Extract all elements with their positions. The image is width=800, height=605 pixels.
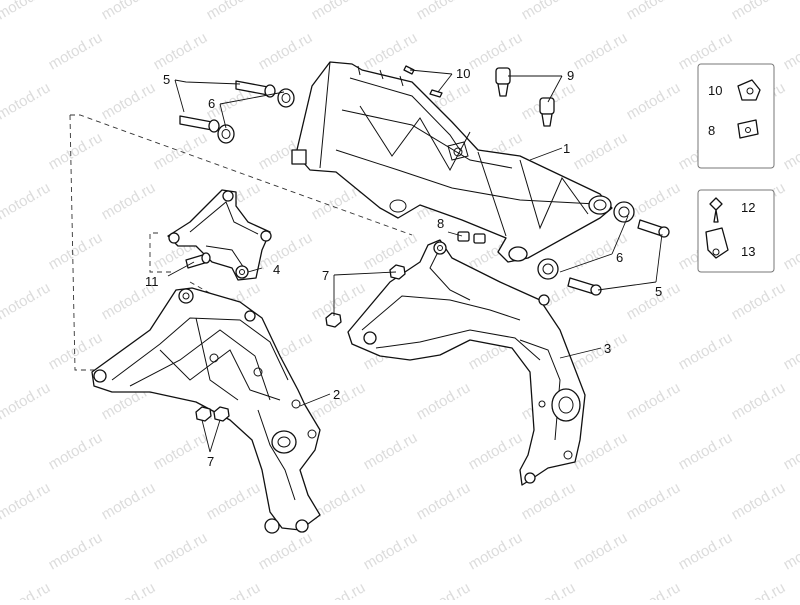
- watermark-text: motod.ru: [624, 379, 684, 423]
- watermark-text: motod.ru: [781, 129, 800, 173]
- side-panel-box-a: [698, 64, 774, 168]
- watermark-text: motod.ru: [624, 79, 684, 123]
- watermark-text: motod.ru: [781, 329, 800, 373]
- watermark-text: motod.ru: [99, 179, 159, 223]
- side-label-10: 10: [708, 83, 722, 98]
- callout-part-3: 3: [604, 341, 611, 356]
- watermark-text: motod.ru: [781, 29, 800, 73]
- watermark-text: motod.ru: [151, 529, 211, 573]
- watermark-text: motod.ru: [361, 229, 421, 273]
- watermark-text: motod.ru: [624, 0, 684, 23]
- engine-bracket: [168, 190, 271, 280]
- watermark-text: motod.ru: [571, 29, 631, 73]
- watermark-text: motod.ru: [0, 0, 53, 23]
- callout-part-6-top: 6: [208, 96, 215, 111]
- callout-part-5-top: 5: [163, 72, 170, 87]
- side-label-8: 8: [708, 123, 715, 138]
- watermark-text: motod.ru: [46, 529, 106, 573]
- callout-part-10-top: 10: [456, 66, 470, 81]
- callout-part-4: 4: [273, 262, 280, 277]
- watermark-text: motod.ru: [729, 0, 789, 23]
- watermark-text: motod.ru: [99, 479, 159, 523]
- watermark-text: motod.ru: [46, 429, 106, 473]
- watermark-text: motod.ru: [151, 129, 211, 173]
- watermark-text: motod.ru: [0, 279, 53, 323]
- side-panel-box-b: [698, 190, 774, 272]
- watermark-text: motod.ru: [466, 29, 526, 73]
- watermark-text: motod.ru: [151, 29, 211, 73]
- watermark-text: motod.ru: [624, 279, 684, 323]
- callout-part-9: 9: [567, 68, 574, 83]
- watermark-text: motod.ru: [0, 379, 53, 423]
- watermark-text: motod.ru: [99, 579, 159, 600]
- watermark-text: motod.ru: [0, 179, 53, 223]
- watermark-text: motod.ru: [46, 229, 106, 273]
- watermark-text: motod.ru: [414, 0, 474, 23]
- watermark-text: motod.ru: [46, 29, 106, 73]
- watermark-text: motod.ru: [204, 0, 264, 23]
- callout-part-2: 2: [333, 387, 340, 402]
- watermark-text: motod.ru: [729, 579, 789, 600]
- watermark-text: motod.ru: [0, 79, 53, 123]
- watermark-text: motod.ru: [571, 529, 631, 573]
- watermark-text: motod.ru: [361, 429, 421, 473]
- watermark-text: motod.ru: [0, 479, 53, 523]
- watermark-text: motod.ru: [151, 429, 211, 473]
- watermark-text: motod.ru: [676, 329, 736, 373]
- watermark-text: motod.ru: [46, 129, 106, 173]
- watermark-text: motod.ru: [624, 479, 684, 523]
- watermark-text: motod.ru: [414, 579, 474, 600]
- side-label-12: 12: [741, 200, 755, 215]
- watermark-text: motod.ru: [466, 429, 526, 473]
- callout-part-5-right: 5: [655, 284, 662, 299]
- callout-part-7-mid: 7: [322, 268, 329, 283]
- watermark-text: motod.ru: [256, 29, 316, 73]
- watermark-text: motod.ru: [781, 529, 800, 573]
- watermark-text: motod.ru: [99, 79, 159, 123]
- watermark-text: motod.ru: [361, 529, 421, 573]
- watermark-text: motod.ru: [729, 379, 789, 423]
- watermark-text: motod.ru: [729, 479, 789, 523]
- watermark-text: motod.ru: [519, 0, 579, 23]
- watermark-text: motod.ru: [361, 29, 421, 73]
- side-label-13: 13: [741, 244, 755, 259]
- watermark-text: motod.ru: [204, 479, 264, 523]
- watermark-text: motod.ru: [256, 529, 316, 573]
- watermark-text: motod.ru: [676, 429, 736, 473]
- watermark-text: motod.ru: [571, 329, 631, 373]
- watermark-text: motod.ru: [781, 429, 800, 473]
- watermark-text: motod.ru: [624, 579, 684, 600]
- callout-part-6-right: 6: [616, 250, 623, 265]
- watermark-text: motod.ru: [309, 579, 369, 600]
- watermark-text: motod.ru: [676, 529, 736, 573]
- callout-part-1: 1: [563, 141, 570, 156]
- watermark-text: motod.ru: [0, 579, 53, 600]
- watermark-text: motod.ru: [781, 229, 800, 273]
- watermark-text: motod.ru: [99, 0, 159, 23]
- watermark-text: motod.ru: [309, 0, 369, 23]
- callout-part-11: 11: [145, 274, 159, 289]
- watermark-text: motod.ru: [519, 579, 579, 600]
- watermark-text: motod.ru: [729, 279, 789, 323]
- watermark-text: motod.ru: [414, 479, 474, 523]
- watermark-text: motod.ru: [204, 579, 264, 600]
- watermark-text: motod.ru: [414, 379, 474, 423]
- callout-part-7-left: 7: [207, 454, 214, 469]
- watermark-text: motod.ru: [46, 329, 106, 373]
- watermark-text: motod.ru: [571, 129, 631, 173]
- callout-part-8-mid: 8: [437, 216, 444, 231]
- watermark-text: motod.ru: [519, 479, 579, 523]
- watermark-text: motod.ru: [466, 529, 526, 573]
